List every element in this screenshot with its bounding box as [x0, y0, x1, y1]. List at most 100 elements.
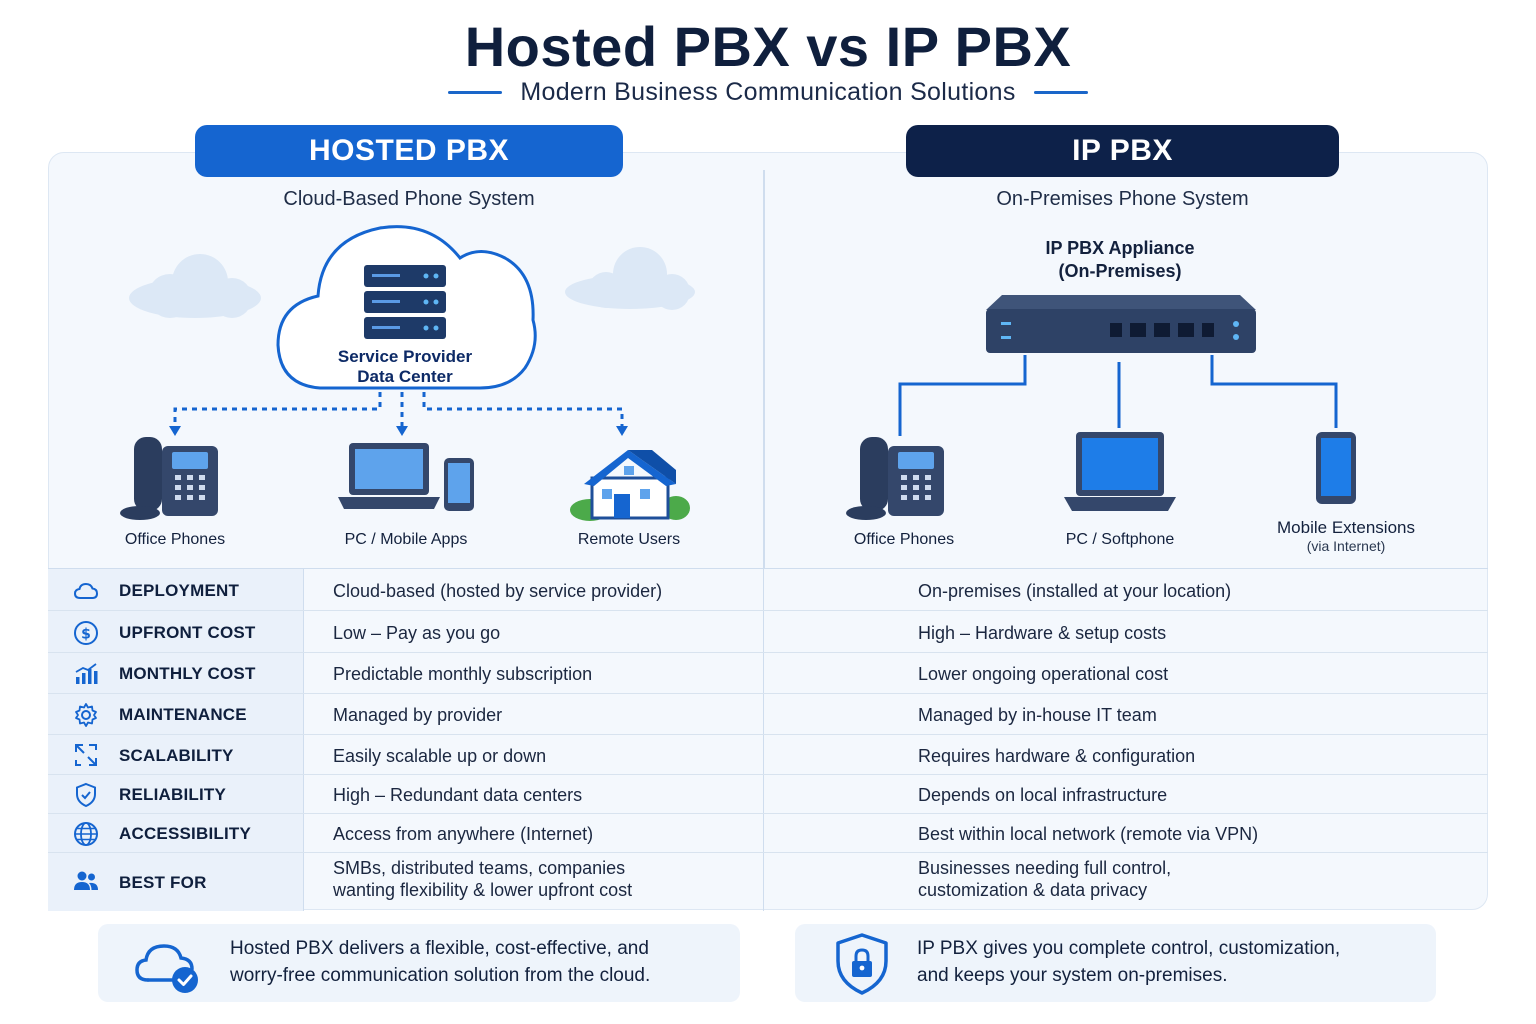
bar-chart-icon: [75, 663, 98, 684]
ip-summary-line2: and keeps your system on-premises.: [917, 965, 1228, 986]
cloud-label: Service Provider Data Center: [300, 347, 510, 387]
row-divider: [763, 694, 764, 734]
table-row: DEPLOYMENT Cloud-based (hosted by servic…: [48, 569, 1488, 611]
ip-device-mobile-extensions: Mobile Extensions: [1277, 518, 1415, 537]
ip-cell-line2: customization & data privacy: [918, 880, 1148, 900]
cloud-label-line2: Data Center: [357, 367, 453, 386]
hosted-cell: SMBs, distributed teams, companies wanti…: [333, 857, 632, 901]
laptop-mobile-icon: [338, 443, 474, 511]
table-row: BEST FOR SMBs, distributed teams, compan…: [48, 853, 1488, 911]
subtitle-rule-left: [448, 91, 503, 94]
dollar-icon: $: [74, 621, 98, 645]
ip-summary-box: IP PBX gives you complete control, custo…: [795, 924, 1436, 1002]
diagram-illustrations: [120, 225, 1356, 521]
ip-device-pc-softphone: PC / Softphone: [1065, 531, 1175, 548]
cloud-icon: [73, 582, 99, 599]
column-divider: [763, 170, 765, 568]
row-label: UPFRONT COST: [119, 623, 256, 642]
server-stack-icon: [364, 265, 446, 339]
ip-cell: Businesses needing full control, customi…: [918, 857, 1171, 901]
ip-pbx-appliance-icon: [986, 295, 1256, 353]
row-divider: [763, 569, 764, 610]
table-row: RELIABILITY High – Redundant data center…: [48, 775, 1488, 814]
row-divider: [763, 611, 764, 652]
hosted-cell-line1: SMBs, distributed teams, companies: [333, 858, 626, 878]
ip-subheading: On-Premises Phone System: [996, 188, 1249, 210]
hosted-summary-line1: Hosted PBX delivers a flexible, cost-eff…: [230, 938, 649, 959]
ip-device-mobile-note: (via Internet): [1306, 538, 1386, 554]
table-row: SCALABILITY Easily scalable up or down R…: [48, 735, 1488, 775]
page-title: Hosted PBX vs IP PBX: [464, 15, 1072, 78]
appliance-label-line2: (On-Premises): [1058, 261, 1182, 281]
ip-device-office-phones: Office Phones: [853, 531, 955, 548]
ip-cell: Managed by in-house IT team: [918, 705, 1157, 725]
office-phone-icon-ip: [846, 437, 944, 520]
subtitle-rule-right: [1033, 91, 1088, 94]
shield-icon: [76, 782, 96, 808]
ip-cell: On-premises (installed at your location): [918, 581, 1232, 601]
row-label: SCALABILITY: [119, 746, 234, 765]
ip-pbx-heading: IP PBX: [906, 125, 1339, 177]
ip-summary-text: IP PBX gives you complete control, custo…: [917, 935, 1417, 989]
hosted-cell: Low – Pay as you go: [333, 623, 501, 643]
hosted-cell: Cloud-based (hosted by service provider): [333, 581, 663, 601]
laptop-icon: [1064, 432, 1176, 511]
row-label-cell: [48, 569, 304, 610]
hosted-cell: Predictable monthly subscription: [333, 664, 593, 684]
ip-cell: Requires hardware & configuration: [918, 746, 1196, 766]
globe-icon: [74, 822, 98, 846]
hosted-cell: Access from anywhere (Internet): [333, 824, 594, 844]
hosted-summary-line2: worry-free communication solution from t…: [230, 965, 651, 986]
row-label: BEST FOR: [119, 873, 207, 892]
subtitle-row: Modern Business Communication Solutions: [0, 78, 1536, 107]
house-icon: [570, 450, 690, 521]
hosted-device-office-phones: Office Phones: [124, 531, 226, 548]
row-divider: [763, 653, 764, 693]
expand-icon: [75, 744, 97, 766]
row-label: ACCESSIBILITY: [119, 824, 252, 843]
users-icon: [74, 871, 98, 890]
svg-text:$: $: [81, 627, 91, 643]
ip-cell-line1: Businesses needing full control,: [918, 858, 1172, 878]
hosted-pbx-heading: HOSTED PBX: [195, 125, 623, 177]
row-divider: [763, 775, 764, 813]
hosted-summary-box: Hosted PBX delivers a flexible, cost-eff…: [98, 924, 740, 1002]
hosted-subheading: Cloud-Based Phone System: [283, 188, 535, 210]
table-row: MONTHLY COST Predictable monthly subscri…: [48, 653, 1488, 694]
cloud-label-line1: Service Provider: [337, 347, 473, 366]
hosted-cell: Managed by provider: [333, 705, 503, 725]
row-label: RELIABILITY: [119, 785, 227, 804]
data-center-cloud-icon: [276, 225, 537, 390]
hosted-device-remote-users: Remote Users: [577, 531, 681, 548]
row-divider: [763, 735, 764, 774]
row-label-cell: [48, 853, 304, 911]
ip-summary-line1: IP PBX gives you complete control, custo…: [917, 938, 1341, 959]
row-divider: [763, 853, 764, 911]
page-subtitle: Modern Business Communication Solutions: [520, 78, 1016, 106]
office-phone-icon-hosted: [120, 437, 218, 520]
appliance-label: IP PBX Appliance (On-Premises): [960, 237, 1280, 283]
row-label-cell: [48, 735, 304, 774]
row-label: MONTHLY COST: [119, 664, 256, 683]
cloud-connector-lines: [173, 392, 624, 428]
row-label-cell: [48, 611, 304, 652]
ip-cell: Best within local network (remote via VP…: [918, 824, 1259, 844]
connector-arrowheads: [169, 426, 628, 436]
hosted-cell: Easily scalable up or down: [333, 746, 547, 766]
appliance-connector-lines: [898, 355, 1338, 436]
hosted-summary-text: Hosted PBX delivers a flexible, cost-eff…: [230, 935, 730, 989]
gear-icon: [75, 703, 97, 727]
row-divider: [763, 814, 764, 852]
cloud-check-icon: [135, 944, 198, 993]
row-label: MAINTENANCE: [119, 705, 247, 724]
ip-cell: High – Hardware & setup costs: [918, 623, 1167, 643]
row-label: DEPLOYMENT: [119, 581, 240, 600]
ip-cell: Lower ongoing operational cost: [918, 664, 1169, 684]
table-row: $ UPFRONT COST Low – Pay as you go High …: [48, 611, 1488, 653]
background-cloud-left-icon: [129, 254, 261, 318]
ip-cell: Depends on local infrastructure: [918, 785, 1168, 805]
row-label-cell: [48, 775, 304, 813]
mobile-phone-icon: [1316, 432, 1356, 504]
background-cloud-right-icon: [565, 247, 695, 310]
table-row: MAINTENANCE Managed by provider Managed …: [48, 694, 1488, 735]
